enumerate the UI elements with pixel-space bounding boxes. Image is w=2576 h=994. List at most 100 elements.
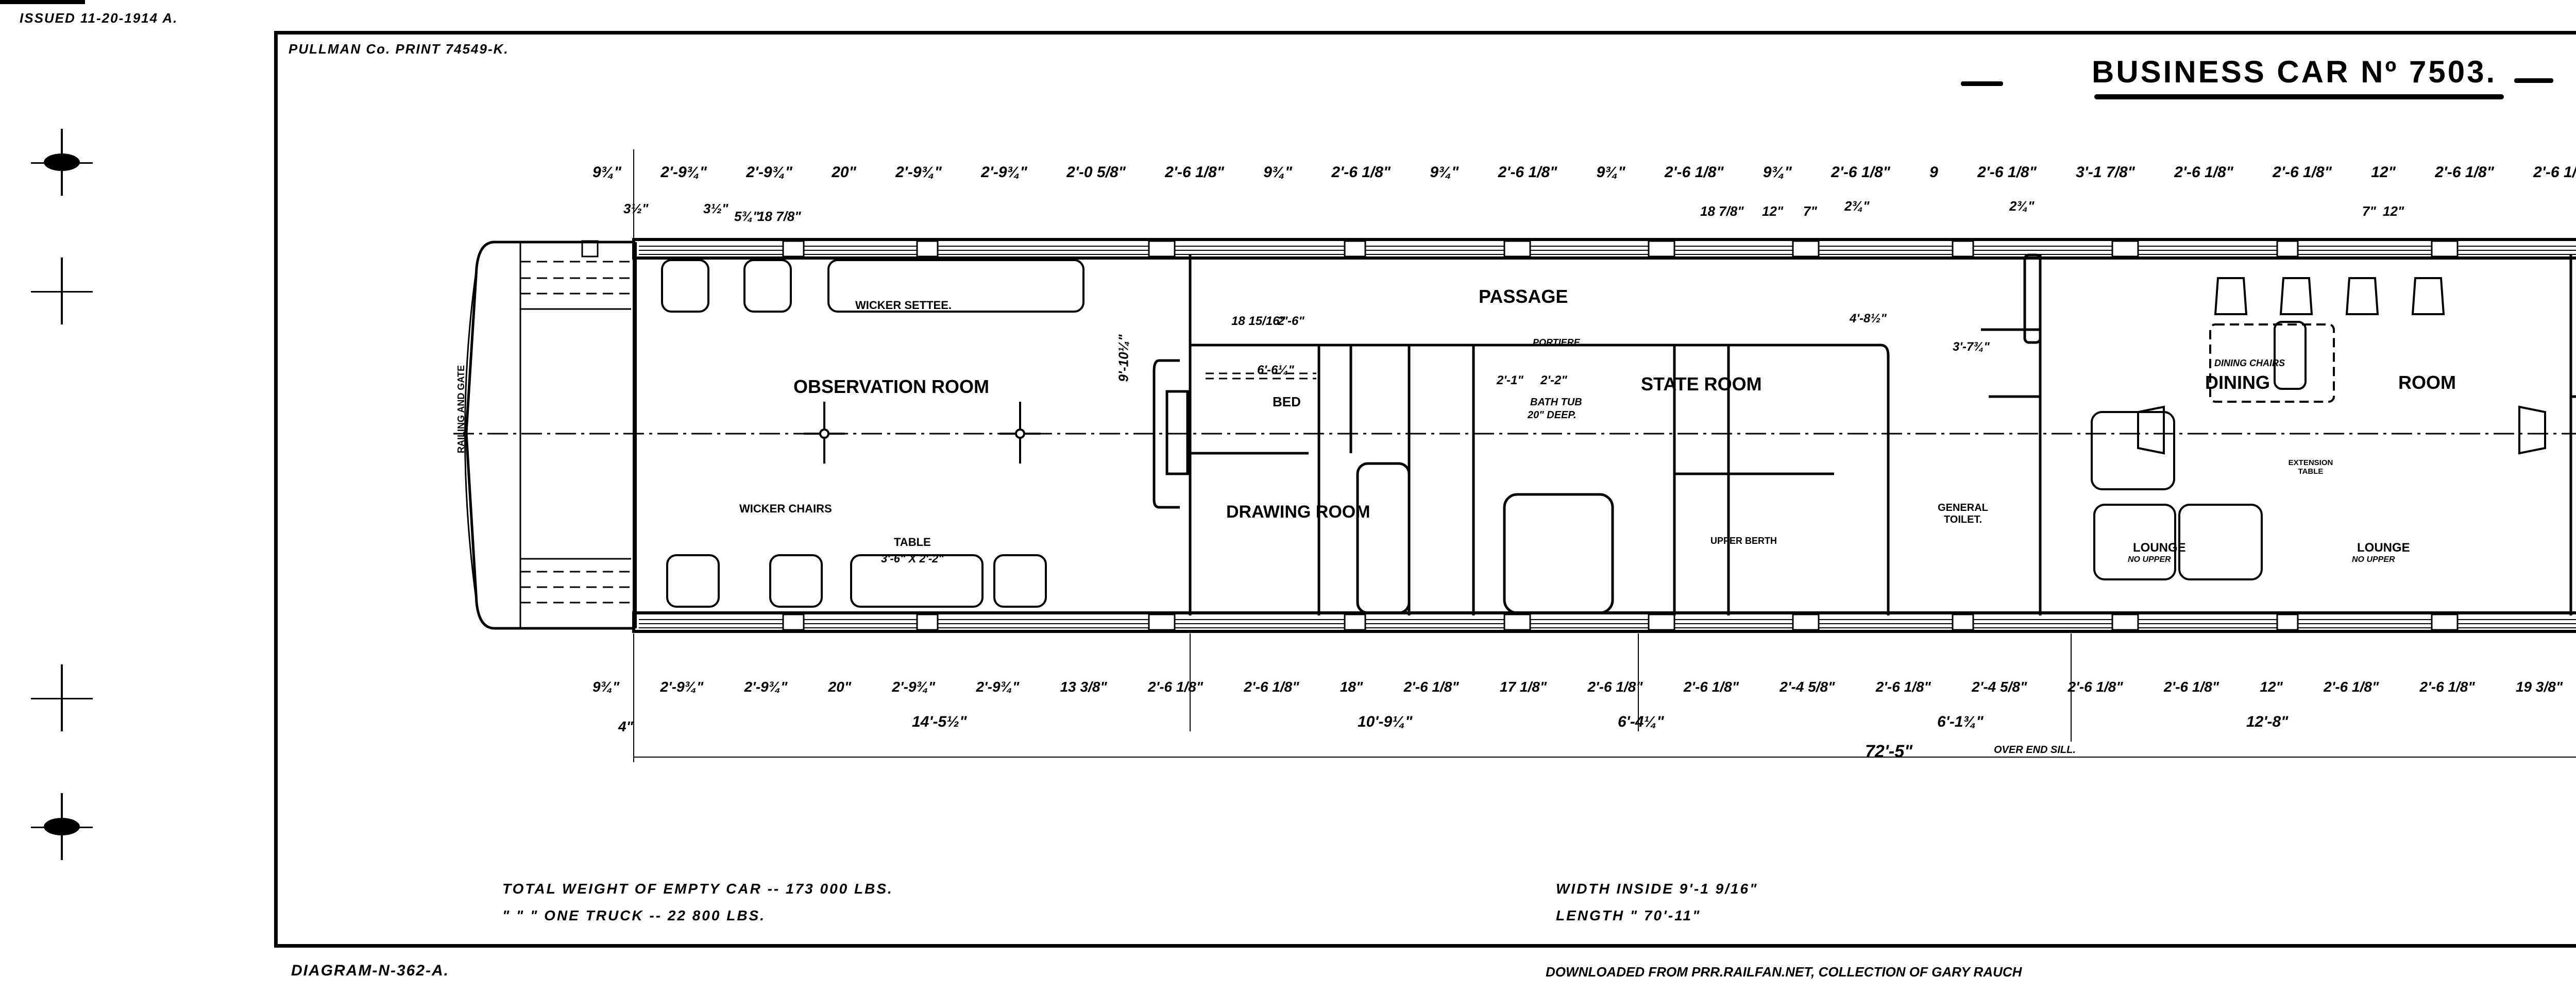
dim: 2'-6 1/8": [2273, 164, 2332, 181]
dim: 2'-6 1/8": [1977, 164, 2037, 181]
dim: 18 7/8": [1700, 203, 1744, 219]
dim: 9¾": [1596, 164, 1625, 181]
drawing-border: [274, 31, 2576, 948]
dim: 17 1/8": [1500, 679, 1547, 695]
dim: 2¾": [1844, 198, 1870, 214]
label-table: TABLE: [894, 536, 931, 549]
dim: 20": [832, 164, 856, 181]
label-wicker-chairs: WICKER CHAIRS: [739, 502, 832, 515]
dim: 18": [1340, 679, 1363, 695]
dim: 2'-6 1/8": [2174, 164, 2233, 181]
dim-state-c: 3'-7¾": [1953, 340, 1990, 354]
registration-cross-icon: [31, 258, 93, 324]
label-table-size: 3'-6" X 2'-2": [881, 552, 944, 565]
diagram-number: DIAGRAM-N-362-A.: [291, 962, 450, 979]
dim: 2'-6 1/8": [2419, 679, 2475, 695]
registration-mark-icon: [31, 793, 93, 860]
dim: 2'-6 1/8": [1498, 164, 1557, 181]
dim: 12'-8": [2246, 713, 2289, 730]
top-edge-mark: [0, 0, 85, 4]
dim: 2'-9¾": [976, 679, 1020, 695]
label-no-upper-2: NO UPPER: [2352, 555, 2395, 564]
dim: 2'-6 1/8": [1831, 164, 1890, 181]
dim: 2'-9¾": [744, 679, 788, 695]
dim: 2'-6 1/8": [1244, 679, 1299, 695]
dim: 9¾": [1430, 164, 1459, 181]
dim: 7": [2362, 203, 2376, 219]
dim: 2'-6 1/8": [2324, 679, 2379, 695]
dim: 3½": [623, 201, 649, 216]
dim: 2'-6 1/8": [1331, 164, 1391, 181]
room-label-dining: DINING: [2205, 372, 2270, 393]
dim: 12": [1762, 203, 1784, 219]
dim: 12": [2383, 203, 2404, 219]
label-upper-berth: UPPER BERTH: [1710, 536, 1777, 546]
dim: 9¾": [1263, 164, 1293, 181]
dim: 2'-9¾": [746, 164, 792, 181]
room-label-observation: OBSERVATION ROOM: [793, 376, 990, 397]
label-portiere: PORTIERE: [1533, 337, 1580, 348]
dim: 2¾": [2009, 198, 2035, 214]
dim: 7": [1803, 203, 1817, 219]
dim: 2'-4 5/8": [1972, 679, 2027, 695]
dim: 2'-9¾": [660, 679, 704, 695]
dim: 12": [2260, 679, 2283, 695]
label-wicker-settee: WICKER SETTEE.: [855, 299, 952, 312]
label-bathtub: BATH TUB: [1530, 397, 1582, 408]
download-credit: DOWNLOADED FROM PRR.RAILFAN.NET, COLLECT…: [1546, 964, 2022, 980]
dim: 6'-1¾": [1937, 713, 1984, 730]
dim: 2'-6 1/8": [1587, 679, 1643, 695]
dim: 5¾": [734, 209, 759, 224]
spec-weight-truck: " " " ONE TRUCK -- 22 800 LBS.: [502, 907, 766, 923]
dim: 2'-6 1/8": [2163, 679, 2219, 695]
dim: 2'-9¾": [895, 164, 942, 181]
dim: 2'-6 1/8": [2067, 679, 2123, 695]
room-label-state: STATE ROOM: [1641, 373, 1762, 395]
title-rule-right: [2514, 78, 2553, 83]
spec-weight-empty: TOTAL WEIGHT OF EMPTY CAR -- 173 000 LBS…: [502, 881, 893, 897]
dim-state-a: 4'-8½": [1850, 312, 1887, 325]
label-bathtub-depth: 20" DEEP.: [1528, 409, 1577, 421]
overall-length-note: OVER END SILL.: [1994, 744, 2076, 756]
dimension-specs: WIDTH INSIDE 9'-1 9/16" LENGTH " 70'-11": [1556, 876, 1758, 929]
dim: 2'-9¾": [660, 164, 707, 181]
dim: 2'-6 1/8": [1148, 679, 1204, 695]
dim-drawing-b: 2'-6": [1278, 314, 1304, 328]
dim: 10'-9¼": [1358, 713, 1413, 730]
dim: 2'-9¾": [892, 679, 936, 695]
dim: 2'-6 1/8": [1403, 679, 1459, 695]
title-rule-left: [1961, 81, 2003, 86]
overall-length: 72'-5": [1865, 742, 1913, 761]
dim: 9: [1929, 164, 1938, 181]
dim: 3½": [703, 201, 728, 216]
dim: 9¾": [1762, 164, 1792, 181]
issued-stamp: ISSUED 11-20-1914 A.: [20, 10, 178, 26]
dim-drawing-a: 18 15/16": [1231, 314, 1285, 328]
dim: 2'-4 5/8": [1780, 679, 1835, 695]
room-label-dining-room: ROOM: [2398, 372, 2456, 393]
dim: 2'-6 1/8": [2435, 164, 2494, 181]
spec-length-inside: LENGTH " 70'-11": [1556, 907, 1701, 923]
drawing-title: BUSINESS CAR Nº 7503.: [2092, 55, 2497, 89]
label-bed: BED: [1273, 394, 1301, 409]
dim: 9¾": [592, 164, 621, 181]
dim: 2'-6 1/8": [1664, 164, 1724, 181]
title-underline: [2094, 94, 2504, 99]
spec-width-inside: WIDTH INSIDE 9'-1 9/16": [1556, 881, 1758, 897]
room-label-passage: PASSAGE: [1479, 286, 1568, 307]
dim: 20": [828, 679, 852, 695]
label-railing-gate: RAILING AND GATE: [456, 365, 466, 453]
label-no-upper-1: NO UPPER: [2128, 555, 2171, 564]
dim: 3'-1 7/8": [2076, 164, 2135, 181]
dim: 18 7/8": [757, 209, 801, 224]
dim: 2'-6 1/8": [1165, 164, 1224, 181]
dim-obs-width: 9'-10¼": [1115, 334, 1131, 382]
label-general-toilet: GENERAL TOILET.: [1938, 502, 1988, 525]
dim: 2'-0 5/8": [1066, 164, 1126, 181]
registration-mark-icon: [31, 129, 93, 196]
dim-bath-b: 2'-2": [1540, 373, 1567, 387]
dim: 2'-6 1/8": [2533, 164, 2576, 181]
room-label-drawing: DRAWING ROOM: [1226, 502, 1370, 522]
dim: 12": [2371, 164, 2396, 181]
